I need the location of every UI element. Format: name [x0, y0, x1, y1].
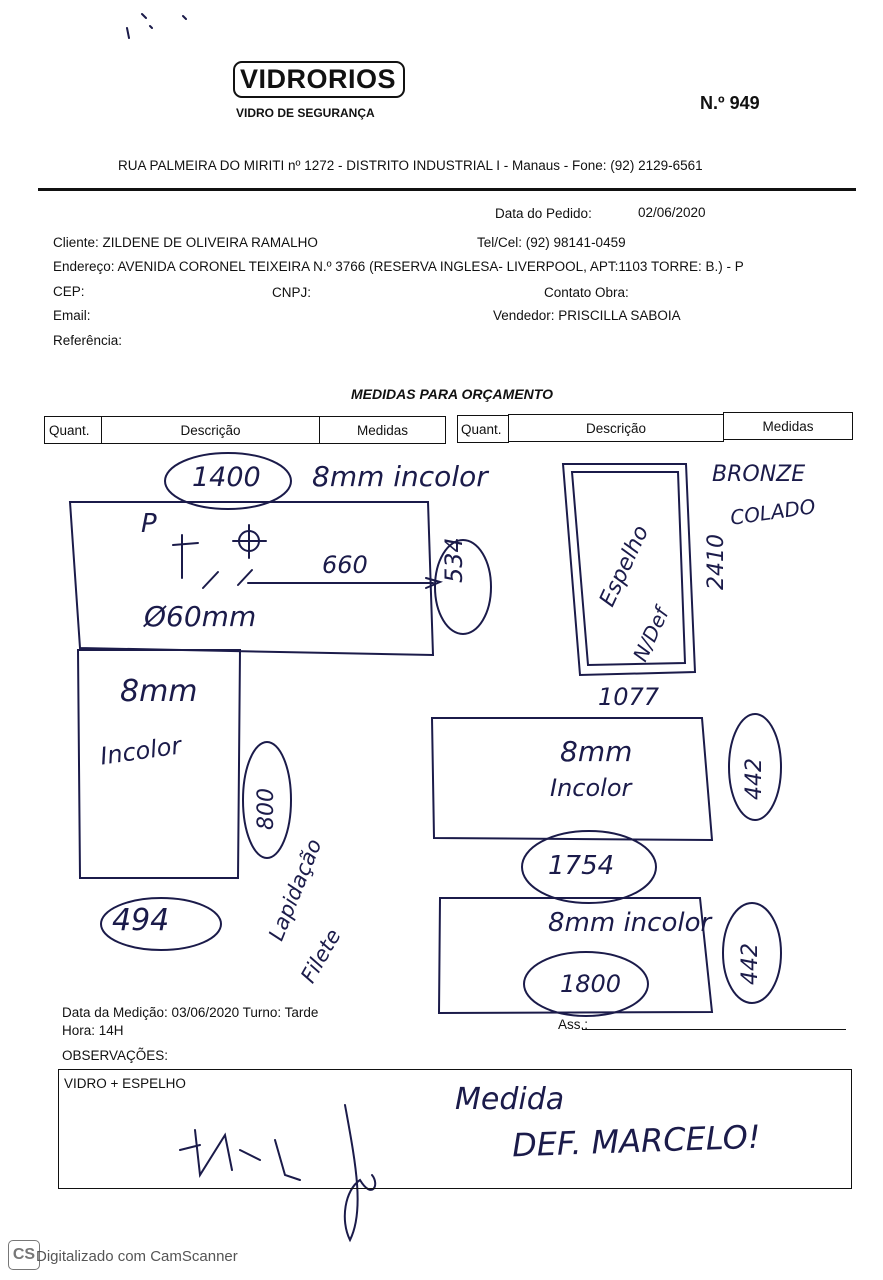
mirror-outline — [561, 463, 697, 677]
company-subtitle: VIDRO DE SEGURANÇA — [236, 106, 375, 120]
panel-1-height: 534 — [440, 537, 468, 583]
seller-name: Vendedor: PRISCILLA SABOIA — [493, 308, 681, 323]
company-logo: VIDRORIOS — [240, 64, 397, 94]
header-medidas-right: Medidas — [723, 412, 853, 440]
signature-line — [582, 1029, 846, 1031]
panel-1-width: 1400 — [192, 462, 261, 493]
logo-frame — [233, 61, 405, 98]
camscanner-text: Digitalizado com CamScanner — [36, 1248, 238, 1265]
panel-4-height: 442 — [738, 943, 763, 985]
client-address: Endereço: AVENIDA CORONEL TEIXEIRA N.º 3… — [53, 259, 744, 274]
panel-1-hole: Ø60mm — [144, 600, 257, 633]
client-phone: Tel/Cel: (92) 98141-0459 — [477, 235, 626, 250]
panel-4-spec: 8mm incolor — [548, 908, 712, 938]
panel-1-offset: 660 — [322, 551, 368, 579]
document-number: N.º 949 — [700, 93, 760, 113]
panel-1-mark: P — [141, 509, 157, 539]
panel-1-height-circle — [434, 539, 492, 635]
panel-1-spec: 8mm incolor — [312, 460, 488, 493]
measurement-date: Data da Medição: 03/06/2020 Turno: Tarde — [62, 1005, 319, 1020]
header-divider — [38, 188, 856, 191]
panel-2-width: 494 — [112, 903, 170, 938]
panel-3-width: 1754 — [548, 851, 615, 881]
panel-1-width-circle — [164, 452, 292, 510]
observations-label: OBSERVAÇÕES: — [62, 1048, 169, 1063]
table-title: MEDIDAS PARA ORÇAMENTO — [351, 386, 553, 402]
panel-2-spec-1: 8mm — [120, 674, 198, 709]
panel-1-outline — [68, 501, 435, 657]
panel-2-height: 800 — [254, 788, 279, 830]
panel-3-width-circle — [521, 830, 657, 904]
panel-3-spec-1: 8mm — [560, 735, 633, 768]
signature-label: Ass.: — [558, 1017, 589, 1032]
signature-scribble — [179, 1104, 377, 1243]
offset-arrow — [247, 577, 443, 589]
order-date-label: Data do Pedido: — [495, 206, 592, 221]
panel-4-width-circle — [523, 951, 649, 1017]
observations-box — [58, 1069, 852, 1189]
header-medidas-left: Medidas — [319, 416, 446, 444]
panel-2-height-circle — [242, 741, 292, 859]
panel-3-outline — [430, 717, 714, 842]
panel-3-height-circle — [728, 713, 782, 821]
camscanner-logo: CS — [8, 1240, 40, 1270]
mirror-width: 1077 — [598, 683, 660, 711]
panel-4-height-circle — [722, 902, 782, 1004]
mirror-color-1: BRONZE — [712, 462, 806, 487]
panel-3-height: 442 — [742, 758, 767, 800]
observations-handwritten-1: Medida — [455, 1082, 565, 1117]
measurement-time: Hora: 14H — [62, 1023, 124, 1038]
reference-label: Referência: — [53, 333, 123, 348]
mirror-height: 2410 — [704, 534, 729, 590]
panel-4-outline — [437, 897, 714, 1015]
cnpj-label: CNPJ: — [272, 285, 312, 300]
panel-3-spec-2: Incolor — [550, 774, 632, 802]
observations-text: VIDRO + ESPELHO — [64, 1076, 186, 1091]
client-name: Cliente: ZILDENE DE OLIVEIRA RAMALHO — [53, 235, 318, 250]
panel-2-width-circle — [100, 897, 222, 951]
panel-4-width: 1800 — [560, 970, 622, 998]
order-date-value: 02/06/2020 — [638, 205, 706, 220]
company-address: RUA PALMEIRA DO MIRITI nº 1272 - DISTRIT… — [118, 158, 703, 173]
scan-marks — [126, 13, 187, 39]
contact-label: Contato Obra: — [544, 285, 629, 300]
email-label: Email: — [53, 308, 91, 323]
cep-label: CEP: — [53, 284, 85, 299]
panel-2-outline — [76, 649, 242, 879]
